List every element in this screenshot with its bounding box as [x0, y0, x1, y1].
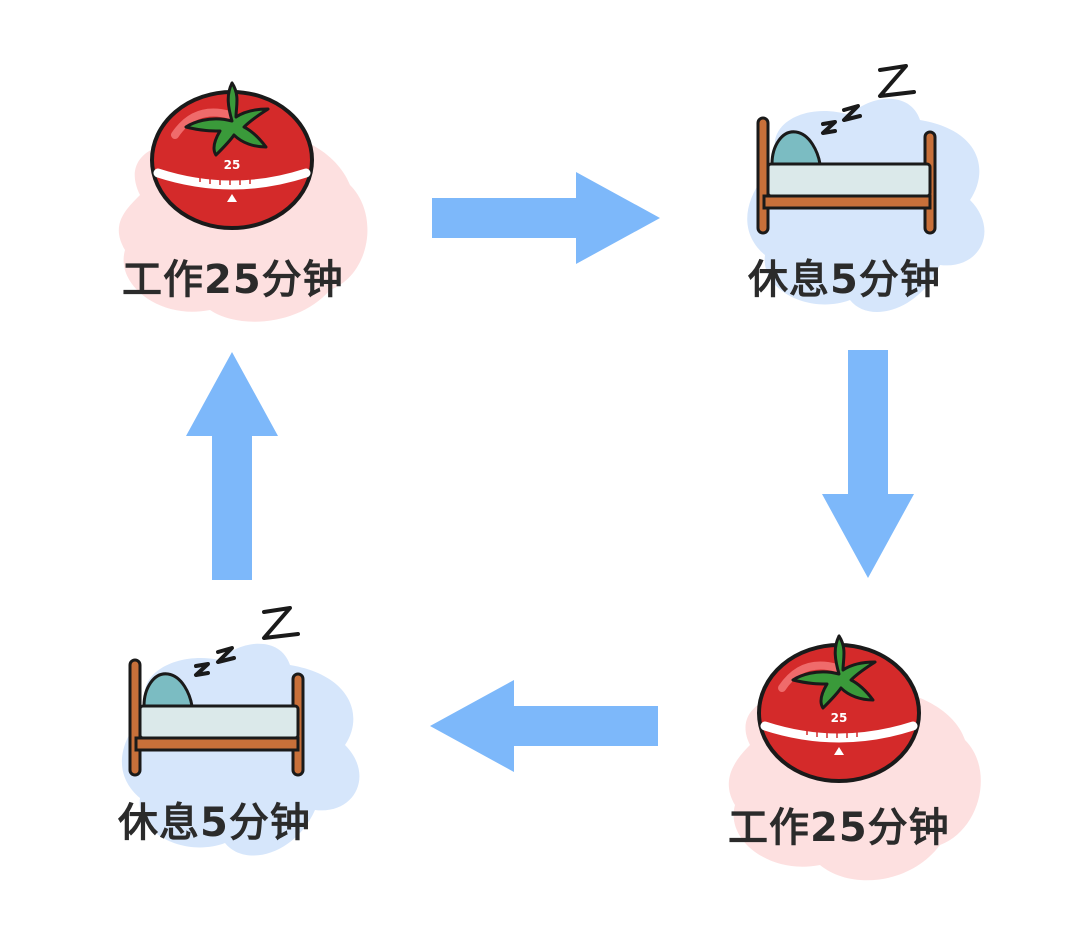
node-label: 工作25分钟	[122, 257, 344, 303]
node-label: 休息5分钟	[118, 800, 311, 846]
node-rest-bottom-left: 休息5分钟	[100, 600, 390, 870]
sleeping-zzz-icon	[821, 64, 916, 135]
arrow-down-icon	[822, 350, 914, 578]
tomato-timer-icon: 25	[728, 634, 981, 881]
node-work-bottom-right: 25 工作25分钟	[710, 625, 1000, 895]
pillow	[142, 672, 194, 708]
arrow-left-icon	[430, 680, 658, 772]
tomato-leaf	[791, 634, 877, 710]
node-label: 工作25分钟	[728, 805, 950, 851]
node-work-top-left: 25 工作25分钟	[100, 75, 380, 335]
arrow-up-icon	[186, 352, 278, 580]
pillow	[770, 130, 822, 166]
node-label: 休息5分钟	[748, 257, 941, 303]
arrow-right-icon	[432, 172, 660, 264]
timer-number: 25	[224, 158, 241, 172]
bed-frame	[762, 194, 932, 210]
bed-frame	[134, 736, 300, 752]
sleeping-zzz-icon	[194, 606, 300, 677]
bed-icon	[121, 606, 360, 856]
bed-sheet	[766, 162, 932, 198]
timer-number: 25	[831, 711, 848, 725]
bed-icon	[747, 64, 985, 313]
tomato-timer-icon: 25	[118, 81, 368, 322]
bed-sheet	[138, 704, 300, 740]
node-rest-top-right: 休息5分钟	[720, 60, 1010, 330]
tomato-leaf	[184, 81, 270, 157]
